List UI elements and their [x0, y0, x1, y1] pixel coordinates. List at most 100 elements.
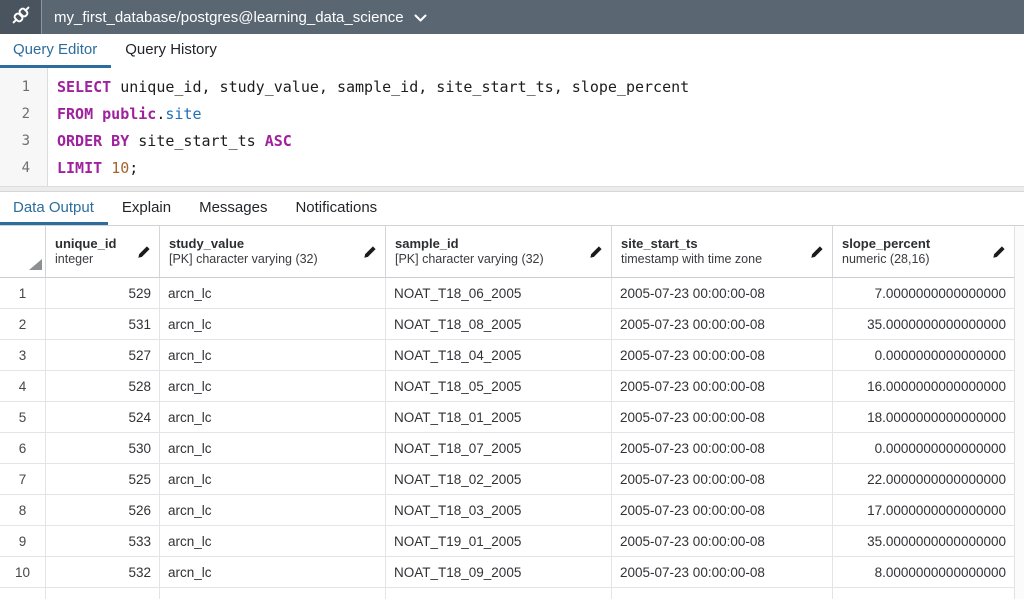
- cell-site_start_ts[interactable]: 2005-07-23 00:00:00-08: [612, 371, 833, 402]
- select-all-triangle-icon: [29, 259, 42, 270]
- cell-sample_id[interactable]: NOAT_T18_07_2005: [386, 433, 612, 464]
- column-header-sample_id[interactable]: sample_id[PK] character varying (32): [386, 226, 612, 278]
- cell-sample_id[interactable]: NOAT_T18_01_2005: [386, 402, 612, 433]
- connection-status-button[interactable]: [0, 0, 42, 34]
- tab-explain[interactable]: Explain: [108, 192, 185, 225]
- cell-unique_id[interactable]: 524: [46, 402, 160, 433]
- cell-site_start_ts[interactable]: 2005-07-23 00:00:00-08: [612, 433, 833, 464]
- cell-sample_id[interactable]: NOAT_T18_04_2005: [386, 340, 612, 371]
- row-number-cell[interactable]: 3: [0, 340, 46, 371]
- cell-site_start_ts[interactable]: 2005-07-23 00:00:00-08: [612, 278, 833, 309]
- sql-token-plain: site_start_ts: [129, 132, 265, 150]
- cell-unique_id[interactable]: 525: [46, 464, 160, 495]
- cell-study_value[interactable]: arcn_lc: [160, 371, 386, 402]
- cell-study_value[interactable]: arcn_lc: [160, 340, 386, 371]
- row-number-cell[interactable]: 1: [0, 278, 46, 309]
- tab-query-editor[interactable]: Query Editor: [0, 34, 112, 68]
- vertical-scrollbar[interactable]: [1014, 226, 1024, 599]
- tab-query-history[interactable]: Query History: [111, 34, 231, 68]
- cell-unique_id[interactable]: 533: [46, 526, 160, 557]
- tab-data-output[interactable]: Data Output: [0, 192, 108, 225]
- tab-query-editor-label: Query Editor: [13, 41, 98, 58]
- cell-unique_id[interactable]: 530: [46, 433, 160, 464]
- cell-sample_id[interactable]: NOAT_T18_08_2005: [386, 309, 612, 340]
- row-number-cell[interactable]: 10: [0, 557, 46, 588]
- cell-unique_id[interactable]: 527: [46, 340, 160, 371]
- cell-study_value[interactable]: arcn_lc: [160, 495, 386, 526]
- panel-resize-handle[interactable]: [0, 186, 1024, 192]
- cell-unique_id[interactable]: 526: [46, 495, 160, 526]
- tab-notifications[interactable]: Notifications: [281, 192, 391, 225]
- cell-study_value[interactable]: arcn_lc: [160, 433, 386, 464]
- cell-slope_percent[interactable]: 8.0000000000000000: [833, 557, 1015, 588]
- cell-slope_percent[interactable]: 0.0000000000000000: [833, 340, 1015, 371]
- edit-pencil-icon[interactable]: [589, 245, 603, 259]
- sql-line[interactable]: FROM public.site: [57, 101, 1024, 128]
- connection-selector[interactable]: my_first_database/postgres@learning_data…: [42, 0, 439, 34]
- cell-slope_percent[interactable]: 0.0000000000000000: [833, 433, 1015, 464]
- sql-line[interactable]: SELECT unique_id, study_value, sample_id…: [57, 74, 1024, 101]
- cell-sample_id[interactable]: NOAT_T19_01_2005: [386, 526, 612, 557]
- sql-token-kw: LIMIT: [57, 159, 103, 177]
- edit-pencil-icon[interactable]: [810, 245, 824, 259]
- cell-slope_percent[interactable]: 16.0000000000000000: [833, 371, 1015, 402]
- edit-pencil-icon[interactable]: [137, 245, 151, 259]
- cell-slope_percent[interactable]: 18.0000000000000000: [833, 402, 1015, 433]
- cell-study_value[interactable]: arcn_lc: [160, 309, 386, 340]
- cell-site_start_ts[interactable]: 2005-07-23 00:00:00-08: [612, 495, 833, 526]
- cell-unique_id[interactable]: 532: [46, 557, 160, 588]
- cell-slope_percent[interactable]: 35.0000000000000000: [833, 309, 1015, 340]
- cell-sample_id[interactable]: NOAT_T18_03_2005: [386, 495, 612, 526]
- cell-study_value[interactable]: arcn_lc: [160, 557, 386, 588]
- cell-sample_id[interactable]: NOAT_T18_02_2005: [386, 464, 612, 495]
- cell-study_value[interactable]: arcn_lc: [160, 464, 386, 495]
- row-number-cell[interactable]: 7: [0, 464, 46, 495]
- cell-site_start_ts[interactable]: 2005-07-23 00:00:00-08: [612, 309, 833, 340]
- row-number-cell[interactable]: 5: [0, 402, 46, 433]
- sql-token-plain: unique_id, study_value, sample_id, site_…: [111, 78, 690, 96]
- cell-study_value[interactable]: arcn_lc: [160, 526, 386, 557]
- cell-site_start_ts[interactable]: 2005-07-23 00:00:00-08: [612, 402, 833, 433]
- cell-sample_id[interactable]: NOAT_T18_06_2005: [386, 278, 612, 309]
- edit-pencil-icon[interactable]: [992, 245, 1006, 259]
- cell-unique_id[interactable]: 528: [46, 371, 160, 402]
- row-number-cell[interactable]: 4: [0, 371, 46, 402]
- tab-messages[interactable]: Messages: [185, 192, 281, 225]
- sql-line[interactable]: LIMIT 10;: [57, 155, 1024, 182]
- cell-slope_percent[interactable]: 7.0000000000000000: [833, 278, 1015, 309]
- row-number-cell[interactable]: 6: [0, 433, 46, 464]
- cell-sample_id[interactable]: NOAT_T18_09_2005: [386, 557, 612, 588]
- cell-site_start_ts[interactable]: 2005-07-23 00:00:00-08: [612, 464, 833, 495]
- cell-site_start_ts[interactable]: 2005-07-23 00:00:00-08: [612, 526, 833, 557]
- results-tabbar: Data Output Explain Messages Notificatio…: [0, 192, 1024, 226]
- row-number-cell[interactable]: 2: [0, 309, 46, 340]
- cell-unique_id[interactable]: 531: [46, 309, 160, 340]
- row-number-cell[interactable]: 8: [0, 495, 46, 526]
- column-type: [PK] character varying (32): [395, 251, 544, 266]
- cell-site_start_ts[interactable]: 2005-07-23 00:00:00-08: [612, 557, 833, 588]
- line-number: 4: [21, 160, 30, 176]
- line-number: 3: [21, 133, 30, 149]
- cell-study_value[interactable]: arcn_lc: [160, 402, 386, 433]
- cell-slope_percent[interactable]: 17.0000000000000000: [833, 495, 1015, 526]
- column-name: slope_percent: [842, 235, 931, 251]
- column-header-study_value[interactable]: study_value[PK] character varying (32): [160, 226, 386, 278]
- cell-sample_id[interactable]: NOAT_T18_05_2005: [386, 371, 612, 402]
- cell-slope_percent[interactable]: 22.0000000000000000: [833, 464, 1015, 495]
- cell-unique_id[interactable]: 529: [46, 278, 160, 309]
- cell-site_start_ts[interactable]: 2005-07-23 00:00:00-08: [612, 340, 833, 371]
- row-number-cell[interactable]: 9: [0, 526, 46, 557]
- cell-study_value[interactable]: arcn_lc: [160, 278, 386, 309]
- edit-pencil-icon[interactable]: [363, 245, 377, 259]
- cell-slope_percent[interactable]: 35.0000000000000000: [833, 526, 1015, 557]
- sql-code-area[interactable]: SELECT unique_id, study_value, sample_id…: [48, 68, 1024, 186]
- sql-token-plain: ;: [129, 159, 139, 177]
- select-all-cell[interactable]: [0, 226, 46, 278]
- sql-line[interactable]: ORDER BY site_start_ts ASC: [57, 128, 1024, 155]
